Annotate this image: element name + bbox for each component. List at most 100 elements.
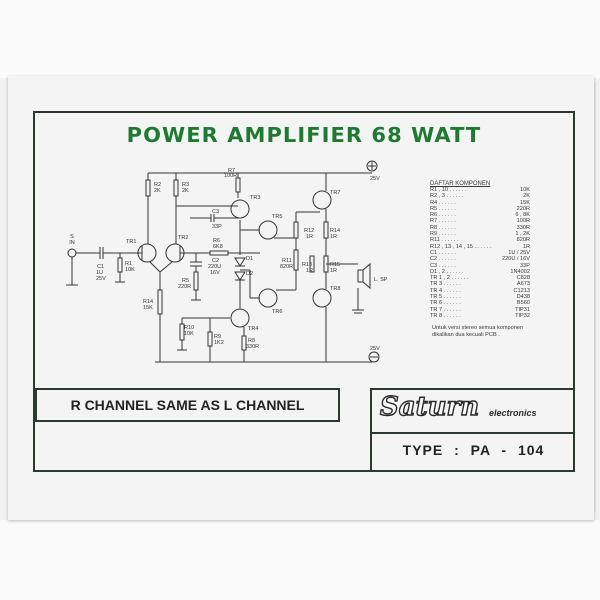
bom-row: R9 . . . . . . 1 , 2K <box>430 231 530 237</box>
label-d2: D2 <box>246 271 253 277</box>
type-box: TYPE : PA - 104 <box>370 432 575 472</box>
label-c1: C1 <box>97 264 104 270</box>
title: POWER AMPLIFIER 68 WATT <box>126 123 482 147</box>
label-r14: R14 <box>330 228 340 234</box>
label-r8: R8 <box>248 338 255 344</box>
bom-row: TR 4 . . . . . .C1213 <box>430 288 530 294</box>
bom-value: TIP31 <box>515 306 530 313</box>
label-r9-val: 1K2 <box>214 340 224 346</box>
bom-row: TR 1 , 2 . . . . . .C828 <box>430 275 530 281</box>
label-r2: R2 <box>154 182 161 188</box>
bom-value: A673 <box>516 281 530 288</box>
bom-value: TIP32 <box>515 312 530 319</box>
label-c2-v: 16V <box>210 270 220 276</box>
label-c3: C3 <box>212 209 219 215</box>
paper-sheet <box>8 76 594 520</box>
label-r9: R9 <box>214 334 221 340</box>
brand-box: Saturn electronics <box>370 388 575 432</box>
label-c3-val: 33P <box>212 224 222 230</box>
label-25v-bottom: 25V <box>370 346 380 352</box>
label-tr2: TR2 <box>178 235 188 241</box>
bom-title: DAFTAR KOMPONEN <box>430 181 491 187</box>
bom-value: B560 <box>516 300 530 307</box>
bom-row: R11 . . . . . .820R <box>430 237 530 243</box>
bom-component: TR 3 . . . . . . <box>430 281 461 288</box>
label-c2-val: 220U <box>208 264 221 270</box>
bom-component: C3 . . . . . . <box>430 262 456 269</box>
bom-component: TR 5 . . . . . . <box>430 294 461 301</box>
bom-row: R8 . . . . . . 330R <box>430 225 530 231</box>
bom-component: D1 , 2 . . . . . . <box>430 268 464 275</box>
bom-component: R8 . . . . . . <box>430 224 456 231</box>
label-r8-val: 330R <box>246 344 259 350</box>
label-r15-val: 1R <box>330 268 337 274</box>
bom-value: 1U / 25V <box>508 249 530 256</box>
label-c2: C2 <box>212 258 219 264</box>
bom-component: TR 8 . . . . . . <box>430 312 461 319</box>
bom-row: TR 3 . . . . . . A673 <box>430 281 530 287</box>
bom-value: 1 , 2K <box>515 231 530 238</box>
brand-logo: Saturn <box>379 391 480 422</box>
bom-row: C3 . . . . . . 33P <box>430 263 530 269</box>
label-r15: R15 <box>330 262 340 268</box>
bom-component: R9 . . . . . . <box>430 231 456 238</box>
brand-sub: electronics <box>489 408 537 418</box>
label-r3-val: 2K <box>182 188 189 194</box>
label-r13: R13 <box>302 262 312 268</box>
bom-value: 1R <box>522 243 530 250</box>
r-channel-box: R CHANNEL SAME AS L CHANNEL <box>35 388 340 422</box>
bom-component: R7 . . . . . . <box>430 218 456 225</box>
label-r10: R10 <box>184 325 194 331</box>
bom-value: 330R <box>516 224 530 231</box>
label-tr6: TR6 <box>272 309 282 315</box>
label-input: S <box>70 234 74 240</box>
bom-value: 10K <box>520 187 530 193</box>
bom-row: C1 . . . . . . 1U / 25V <box>430 250 530 256</box>
bom-component: R12 , 13 , 14 , 15 . . . . . . <box>430 243 492 250</box>
label-r6: R6 <box>213 238 220 244</box>
bom-value: 33P <box>520 262 530 269</box>
label-c1-v: 25V <box>96 276 106 282</box>
label-r11-val: 820R <box>280 264 293 270</box>
label-r14b-val: 15K <box>143 305 153 311</box>
label-r13-val: 1R <box>306 268 313 274</box>
bom-row: C2 . . . . . .220U / 16V <box>430 256 530 262</box>
bom-component: C1 . . . . . . <box>430 249 456 256</box>
bom-value: 820R <box>516 237 530 244</box>
label-tr8: TR8 <box>330 286 340 292</box>
bom-value: 1N4002 <box>510 268 530 275</box>
bom-row: D1 , 2 . . . . . . 1N4002 <box>430 269 530 275</box>
background-top <box>0 0 600 78</box>
bom-row: R2 , 3 . . . . . . 2K <box>430 193 530 199</box>
label-d1: D1 <box>246 256 253 262</box>
bom-value: 220R <box>516 205 530 212</box>
background-bottom <box>0 520 600 600</box>
label-speaker: L. SP <box>374 277 388 283</box>
bom-component: R1 , 10 . . . . . . <box>430 187 467 193</box>
bom-value: D438 <box>516 294 530 301</box>
bom-component: R2 , 3 . . . . . . <box>430 193 464 200</box>
type-label: TYPE : PA - 104 <box>402 442 545 458</box>
r-channel-text: R CHANNEL SAME AS L CHANNEL <box>70 397 305 413</box>
bom-row: TR 5 . . . . . . D438 <box>430 294 530 300</box>
bom-value: 2K <box>523 193 530 200</box>
bom-value: 6 , 8K <box>515 212 530 219</box>
label-r12: R12 <box>304 228 314 234</box>
bom-component: R4 . . . . . . <box>430 199 456 206</box>
bom-row: TR 7 . . . . . .TIP31 <box>430 307 530 313</box>
label-r1: R1 <box>125 261 132 267</box>
bom-row: TR 6 . . . . . .B560 <box>430 300 530 306</box>
label-25v-top: 25V <box>370 176 380 182</box>
label-r14b: R14 <box>143 299 153 305</box>
bom-row: R12 , 13 , 14 , 15 . . . . . . 1R <box>430 244 530 250</box>
label-r11: R11 <box>282 258 292 264</box>
bom-value: 15K <box>520 199 530 206</box>
label-r1-val: 10K <box>125 267 135 273</box>
bom-component: C2 . . . . . . <box>430 256 456 263</box>
bom-row: R7 . . . . . .100R <box>430 218 530 224</box>
schematic-frame: POWER AMPLIFIER 68 WATT <box>33 111 575 472</box>
label-tr4: TR4 <box>248 326 258 332</box>
label-r7-val: 100R <box>224 173 237 179</box>
label-tr7: TR7 <box>330 190 340 196</box>
